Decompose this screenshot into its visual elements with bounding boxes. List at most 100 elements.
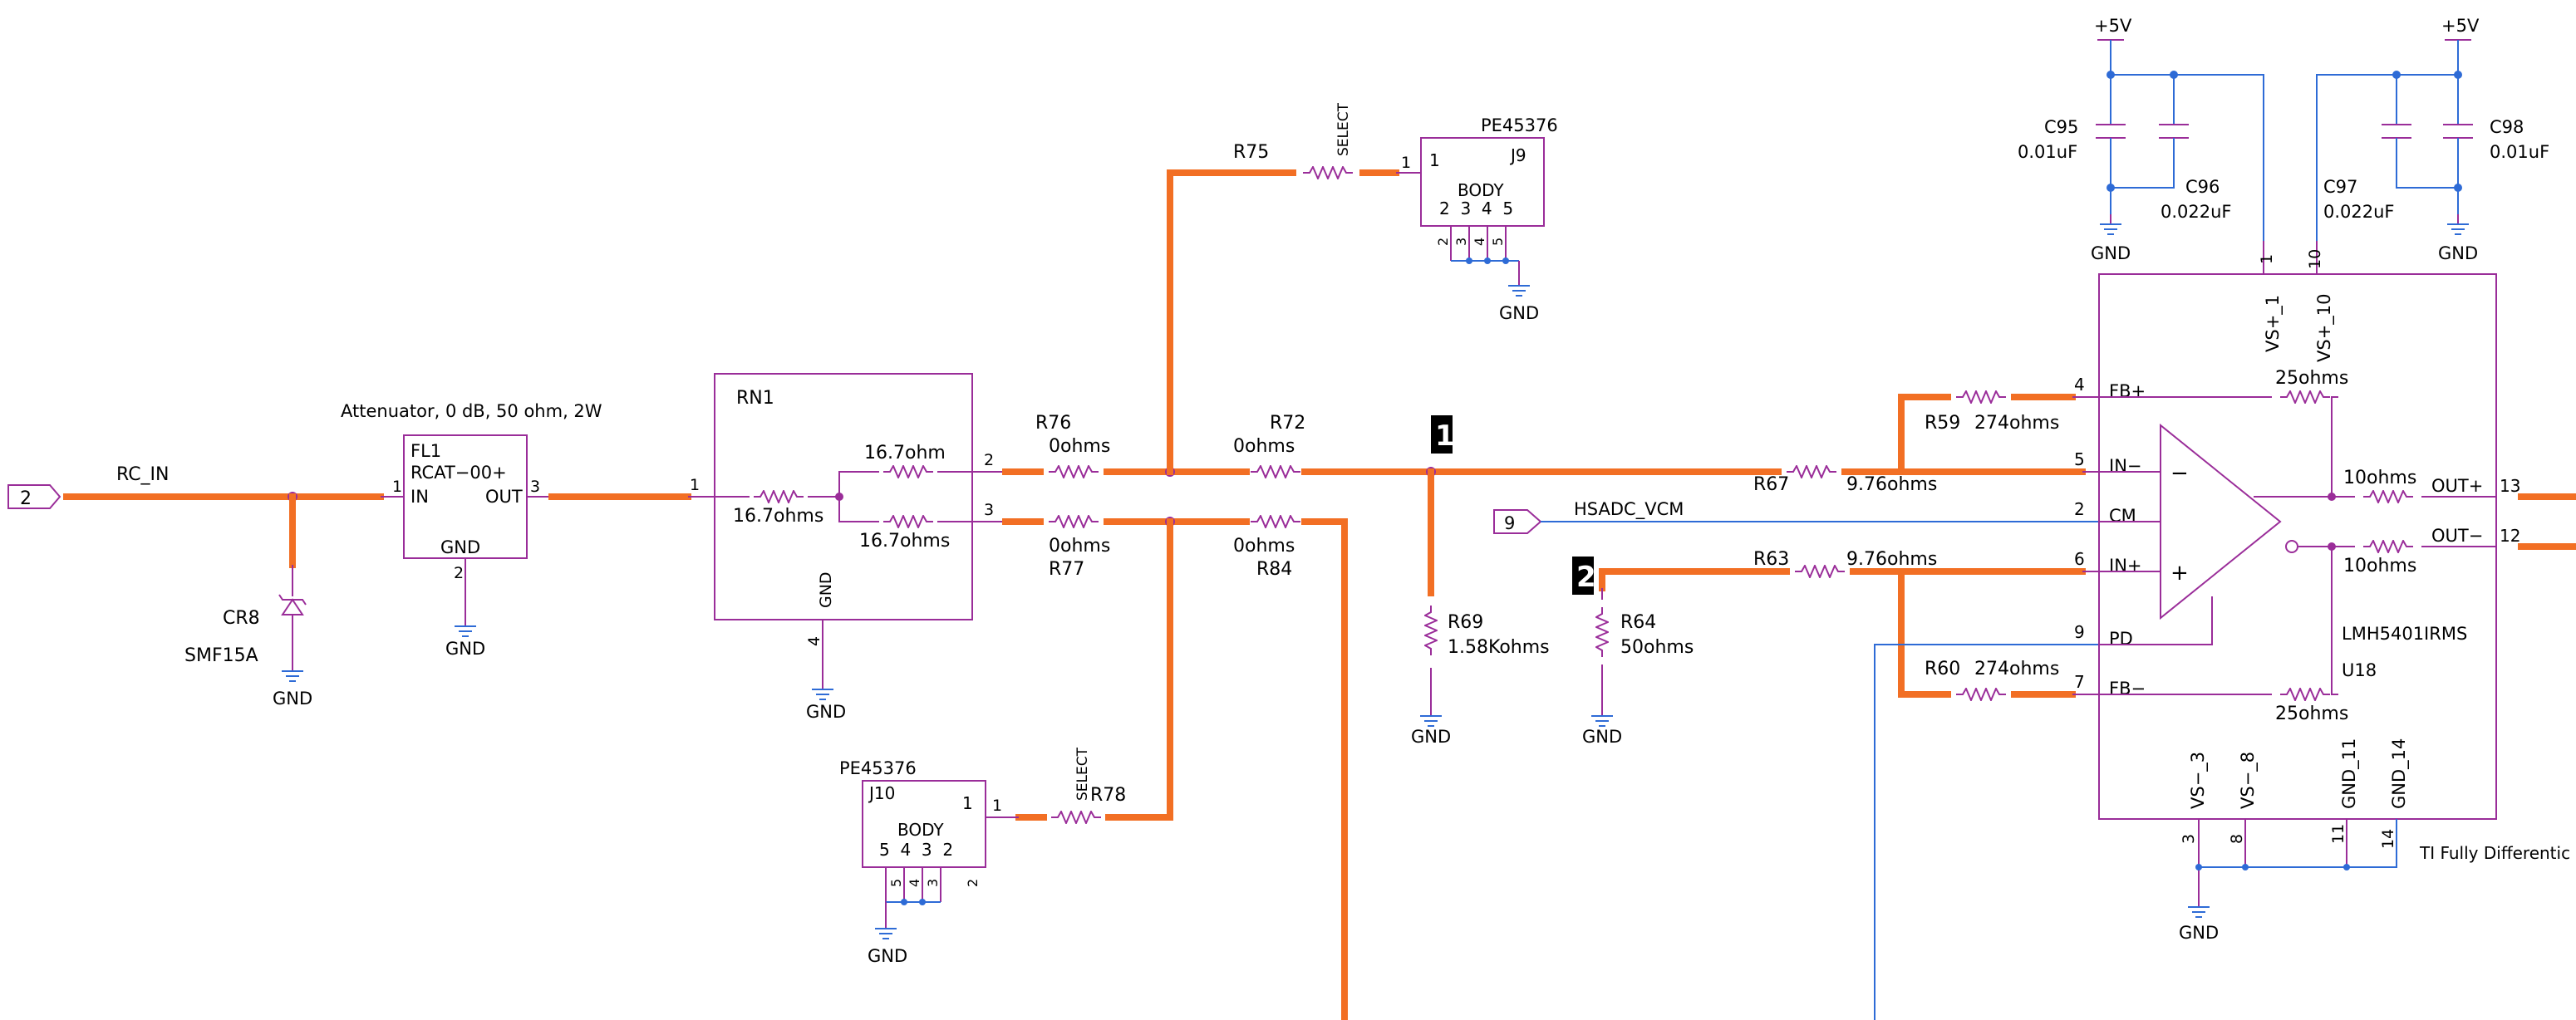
rf-top-val: 25ohms xyxy=(2275,368,2348,389)
ro-n-val: 10ohms xyxy=(2343,556,2416,576)
j10-pin1-out: 1 xyxy=(992,797,1002,815)
r67-ref: R67 xyxy=(1753,474,1789,495)
fl1-gnd-sym-label: GND xyxy=(445,639,485,659)
j9-sp5: 5 xyxy=(1490,238,1506,246)
fl1-note: Attenuator, 0 dB, 50 ohm, 2W xyxy=(341,401,602,421)
r64-val: 50ohms xyxy=(1620,637,1694,658)
rc-in-port-number: 2 xyxy=(20,488,32,509)
u18-minus: − xyxy=(2170,461,2189,486)
c96-val: 0.022uF xyxy=(2161,202,2232,222)
supply-left-label: +5V xyxy=(2094,16,2132,36)
fl1-ref: FL1 xyxy=(410,441,441,461)
j9-ref: J9 xyxy=(1509,145,1526,165)
hsadc-net-label: HSADC_VCM xyxy=(1574,499,1684,520)
j9-sp2: 2 xyxy=(1435,238,1451,246)
rn1-gnd-label: GND xyxy=(817,571,835,608)
u18-gnd-label: GND xyxy=(2179,923,2219,943)
u18-vsm8: VS−_8 xyxy=(2238,752,2259,809)
rn1-r2-val: 16.7ohms xyxy=(859,531,950,552)
fl1-pin3: 3 xyxy=(530,478,540,496)
r84-resistor: 0ohms R84 xyxy=(1233,515,1302,580)
r77-val: 0ohms xyxy=(1049,536,1110,557)
hsadc-port: 9 xyxy=(1493,509,1542,534)
c98-val: 0.01uF xyxy=(2490,142,2549,162)
j9-connector: PE45376 1 1 J9 BODY 2 3 4 5 2 3 4 5 GND xyxy=(1401,115,1558,323)
rc-in-net-label: RC_IN xyxy=(116,464,170,485)
r84-val: 0ohms xyxy=(1233,536,1295,557)
rn1-pin2: 2 xyxy=(984,451,994,469)
r76-resistor: R76 0ohms xyxy=(1035,413,1110,478)
r59-ref: R59 xyxy=(1925,413,1960,434)
net-u18-gnd-bus xyxy=(2199,819,2397,868)
u18-pin4: 4 xyxy=(2074,375,2085,395)
r69-resistor: R69 1.58Kohms GND xyxy=(1411,604,1550,747)
u18-part: LMH5401IRMS xyxy=(2342,624,2467,644)
r69-val: 1.58Kohms xyxy=(1448,637,1550,658)
rn1-ref: RN1 xyxy=(736,388,774,409)
supply-left: +5V GND C95 0.01uF C96 0.022uF xyxy=(2018,16,2264,263)
r63-resistor: R63 9.76ohms xyxy=(1753,549,1937,578)
fl1-gnd-label: GND xyxy=(440,537,480,557)
j9-pin1: 1 xyxy=(1429,150,1440,170)
r67-resistor: R67 9.76ohms xyxy=(1753,465,1937,495)
fl1-part: RCAT−00+ xyxy=(410,463,507,483)
u18-pin3: 3 xyxy=(2180,834,2198,844)
j9-pins: 2 3 4 5 xyxy=(1439,199,1513,218)
u18-vsm3: VS−_3 xyxy=(2188,752,2209,809)
u18-pin1: 1 xyxy=(2258,254,2276,264)
rn1-pin3: 3 xyxy=(984,501,994,519)
rn1-r3-val: 16.7ohms xyxy=(733,506,823,527)
fl1-out-label: OUT xyxy=(485,487,523,507)
r63-val: 9.76ohms xyxy=(1846,549,1937,570)
j10-connector: PE45376 1 J10 1 BODY 5 4 3 2 5 4 3 2 GND xyxy=(839,758,1002,966)
marker-1: 1 xyxy=(1431,415,1455,454)
rn1-r1-val: 16.7ohm xyxy=(864,443,946,463)
u18-pin10: 10 xyxy=(2306,249,2324,269)
r59-val: 274ohms xyxy=(1974,413,2059,434)
j10-sp2: 2 xyxy=(965,879,981,887)
j9-part: PE45376 xyxy=(1481,115,1558,135)
r77-resistor: 0ohms R77 xyxy=(1047,515,1110,580)
j9-sp3: 3 xyxy=(1453,238,1469,246)
r72-ref: R72 xyxy=(1270,413,1305,434)
cr8-ref: CR8 xyxy=(223,608,260,629)
u18-opamp-triangle xyxy=(2160,423,2282,620)
u18-outp: OUT+ xyxy=(2431,476,2483,496)
j10-sp5: 5 xyxy=(888,879,904,887)
u18-ref: U18 xyxy=(2342,660,2377,680)
u18-pin12: 12 xyxy=(2500,526,2520,546)
j10-sp3: 3 xyxy=(925,879,941,887)
fl1-attenuator: Attenuator, 0 dB, 50 ohm, 2W FL1 RCAT−00… xyxy=(341,401,602,659)
j10-body: BODY xyxy=(897,820,944,840)
marker-1-text: 1 xyxy=(1435,419,1455,453)
supply-right: +5V GND C98 0.01uF C97 0.022uF xyxy=(2316,16,2549,263)
u18-amplifier: 4 5 2 6 9 7 FB+ IN− CM IN+ PD FB− − + 25… xyxy=(2074,241,2570,867)
marker-2: 2 xyxy=(1572,557,1596,595)
j10-pins: 5 4 3 2 xyxy=(879,840,953,860)
supply-right-gnd: GND xyxy=(2438,243,2478,263)
j9-pin1-out: 1 xyxy=(1401,154,1411,172)
u18-pd: PD xyxy=(2109,629,2133,649)
r72-val: 0ohms xyxy=(1233,436,1295,457)
c97-ref: C97 xyxy=(2323,177,2357,197)
c95-val: 0.01uF xyxy=(2018,142,2077,162)
r75-ref: R75 xyxy=(1233,142,1269,163)
j9-body: BODY xyxy=(1458,180,1504,200)
u18-pin5: 5 xyxy=(2074,449,2085,469)
net-r84-down xyxy=(1301,518,1348,1020)
cr8-gnd-label: GND xyxy=(273,689,312,709)
u18-pin8: 8 xyxy=(2228,834,2246,844)
fl1-pin1: 1 xyxy=(392,478,402,496)
c96-ref: C96 xyxy=(2185,177,2220,197)
cr8-tvs-diode: CR8 SMF15A GND xyxy=(184,565,312,709)
rn1-pin1: 1 xyxy=(690,476,700,494)
r60-resistor: R60 274ohms xyxy=(1925,659,2059,701)
r64-ref: R64 xyxy=(1620,612,1656,633)
u18-inp: IN+ xyxy=(2109,556,2142,576)
supply-right-label: +5V xyxy=(2441,16,2480,36)
r69-gnd-label: GND xyxy=(1411,727,1451,747)
fl1-in-label: IN xyxy=(410,487,429,507)
u18-g11: GND_11 xyxy=(2339,738,2360,809)
r63-ref: R63 xyxy=(1753,549,1789,570)
u18-cm: CM xyxy=(2109,506,2136,526)
